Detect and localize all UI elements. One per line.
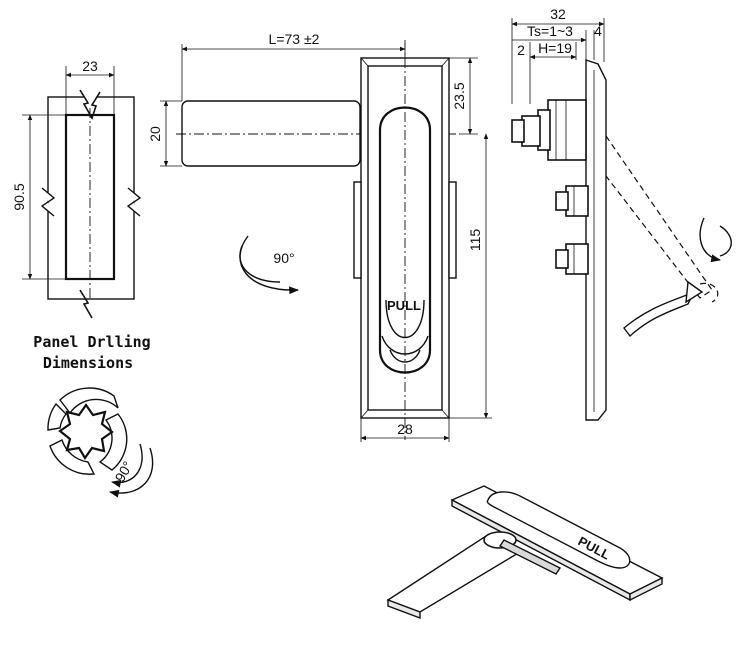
front-view: PULL L=73 ±2 20 23.5 115 28 90°: [147, 31, 492, 442]
side-hub: [547, 99, 587, 161]
label-body-height: 115: [467, 229, 483, 252]
label-side-total: 32: [550, 6, 566, 22]
panel-outline: [47, 96, 135, 300]
star-hole: [58, 403, 114, 461]
label-cutout-height: 90.5: [11, 183, 27, 210]
handle-pull-label: PULL: [387, 298, 421, 313]
side-view: 32 Ts=1~3 4 2 H=19: [511, 6, 732, 421]
side-nut-lower: [555, 243, 589, 275]
side-plate: [585, 59, 607, 421]
break-mark-left: [40, 187, 56, 217]
label-handle-height: 20: [147, 126, 163, 142]
side-tab-left: [353, 181, 362, 279]
break-mark-right: [126, 187, 142, 217]
side-swing-arrow: [623, 290, 696, 338]
label-side-left: 2: [517, 42, 525, 58]
label-top-offset: 23.5: [451, 82, 467, 109]
panel-hole-view: 90°: [47, 387, 154, 498]
label-side-h: H=19: [538, 40, 572, 56]
rotation-arrow-main: [239, 235, 299, 295]
hole-outer-ring: [59, 387, 119, 415]
label-rotation-main: 90°: [273, 250, 294, 266]
iso-slot: [486, 491, 631, 569]
side-nut-upper: [555, 185, 589, 217]
label-body-width: 28: [397, 421, 413, 437]
panel-cutout-view: 23 90.5: [11, 58, 142, 319]
swung-handle: [605, 135, 713, 299]
break-mark-top: [79, 89, 101, 120]
label-handle-length: L=73 ±2: [269, 31, 320, 47]
isometric-view: PULL: [386, 485, 664, 620]
label-cutout-width: 23: [82, 58, 98, 74]
panel-caption-line1: Panel Drlling: [33, 333, 150, 351]
panel-caption-line2: Dimensions: [43, 354, 133, 372]
side-rotation-arrow: [699, 217, 721, 263]
side-tab-right: [448, 181, 457, 279]
label-side-right: 4: [594, 23, 602, 39]
rotation-arrow-panel: [109, 447, 154, 498]
label-side-thickness: Ts=1~3: [527, 23, 573, 39]
handle-bar: [181, 100, 361, 167]
break-mark-bottom: [79, 289, 93, 319]
